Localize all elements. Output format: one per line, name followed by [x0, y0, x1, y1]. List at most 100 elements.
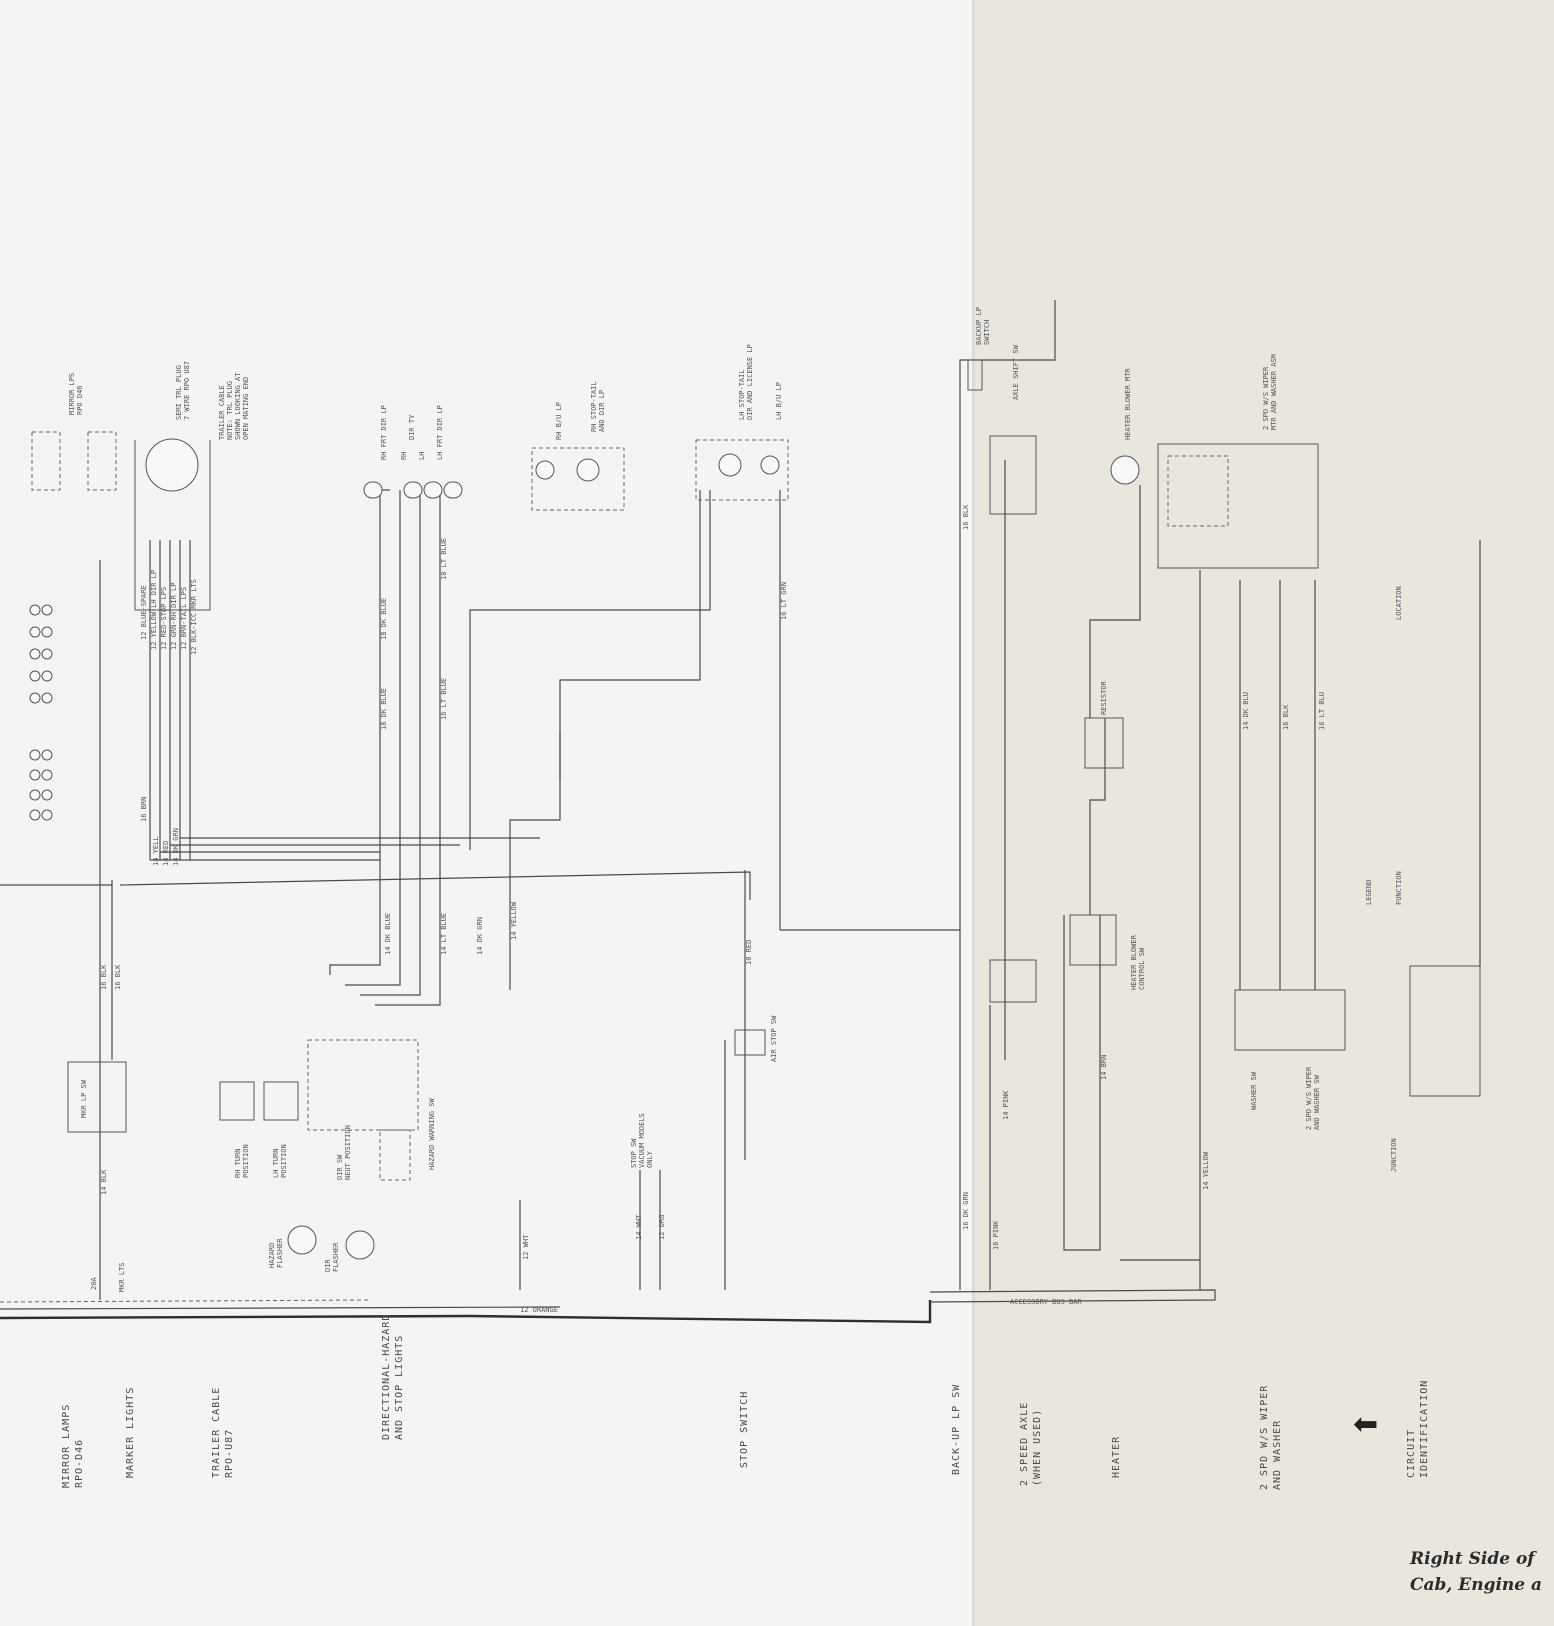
section-circuit-id: CIRCUIT IDENTIFICATION [1406, 1379, 1430, 1478]
wire-label: 16 BLK [962, 504, 970, 530]
dir-flasher-label: DIR FLASHER [324, 1242, 340, 1272]
lh-bu-lamp [760, 455, 780, 475]
dir-harness-8 [469, 490, 711, 850]
lh-turn-box [263, 1081, 299, 1121]
backup-lp-sw-label: BACKUP LP SWITCH [975, 307, 991, 345]
wire-label: 12 WHT [522, 1234, 530, 1260]
right-wire-4 [1089, 485, 1141, 915]
dir-harness-1 [119, 871, 751, 900]
orange-feed [0, 1306, 561, 1310]
heater-blower-sw-label: HEATER BLOWER CONTROL SW [1130, 935, 1146, 990]
rh-frt-dir-label: RH FRT DIR LP [380, 405, 388, 460]
legend-label: LEGEND [1365, 879, 1373, 905]
wire-label: 18 LT BLUE [440, 537, 448, 580]
lh-frt-dir-label: LH FRT DIR LP [436, 405, 444, 460]
wire-label: 14 YELLOW [1202, 1152, 1210, 1190]
wire-label: 16 BLK [100, 964, 108, 990]
dir-harness-7 [509, 490, 701, 990]
axle-shift-label: AXLE SHIFT SW [1012, 345, 1020, 400]
rh-label: RH [400, 451, 408, 460]
wire-label: 12 ORG [658, 1214, 666, 1240]
junction-label: JUNCTION [1390, 1138, 1398, 1172]
location-label: LOCATION [1395, 586, 1403, 620]
section-trailer-cable: TRAILER CABLE RPO-U87 [211, 1386, 235, 1478]
wire-label: 12 BRN-TAIL LPS [180, 586, 188, 650]
resistor-label: RESISTOR [1100, 681, 1108, 715]
section-mirror-lamps: MIRROR LAMPS RPO-D46 [61, 1403, 85, 1488]
wire-label: 20A [90, 1277, 98, 1290]
right-sheet [975, 0, 1554, 1626]
lh-turn-label: LH TURN POSITION [272, 1144, 288, 1178]
lh-bu-lp-label: LH B/U LP [775, 382, 783, 420]
wire-label: 14 PINK [1002, 1090, 1010, 1120]
right-wire-3 [1063, 915, 1101, 1251]
section-directional: DIRECTIONAL-HAZARD AND STOP LIGHTS [381, 1313, 405, 1440]
legend-box [1409, 965, 1481, 1097]
resistor-box [1084, 717, 1124, 769]
mkr-lp-sw-box [67, 1061, 127, 1133]
trailer-wires [149, 540, 191, 860]
dir-harness-5 [360, 490, 421, 996]
axle-sw-box [989, 959, 1037, 1003]
wiper-motor-box [1157, 443, 1319, 569]
section-wiper: 2 SPD W/S WIPER AND WASHER [1259, 1384, 1283, 1490]
wire-label: 16 DK GRN [962, 1192, 970, 1230]
washer-sw-label: WASHER SW [1250, 1072, 1258, 1110]
trailer-note-label: TRAILER CABLE NOTE: TRL PLUG SHOWN LOOKI… [218, 372, 250, 440]
wire-label: 12 BLK-ICC MKR LTS [190, 579, 198, 655]
wire-label: 14 WHT [635, 1214, 643, 1240]
dir-flasher [345, 1230, 375, 1260]
page-title: Right Side of Cab, Engine a [1410, 1546, 1542, 1598]
function-label: FUNCTION [1395, 871, 1403, 905]
wire-label: 16 LT BLU [1318, 692, 1326, 730]
hazard-sw-box [379, 1129, 411, 1181]
trailer-box [134, 440, 211, 611]
wire-label: 12 RED-STOP LPS [160, 586, 168, 650]
wire-label: 14 DK BLU [1242, 692, 1250, 730]
mirror-lps-label: MIRROR LPS RPO D46 [68, 372, 84, 415]
air-stop-sw-label: AIR STOP SW [770, 1015, 778, 1062]
wire-label: 16 BRN [140, 796, 148, 822]
wire-label: 16 LT BLUE [440, 677, 448, 720]
semi-trl-plug-label: SEMI TRL PLUG 7 WIRE RPO U87 [175, 360, 191, 420]
right-wire-5 [1199, 570, 1316, 1290]
rh-stop-tail-label: RH STOP-TAIL AND DIR LP [590, 381, 606, 432]
rh-turn-box [219, 1081, 255, 1121]
dir-harness-3 [329, 489, 390, 975]
stop-sw-lines [519, 1040, 726, 1290]
mirror-lamp-connectors [29, 431, 117, 821]
section-marker-lights: MARKER LIGHTS [125, 1386, 136, 1478]
wire-label: 18 DK BLUE [380, 597, 388, 640]
wire-label: 12 BLUE-SPARE [140, 585, 148, 640]
main-feed-wire [0, 1300, 932, 1324]
wire-label: 14 BLK [100, 1169, 108, 1195]
hazard-flasher-label: HAZARD FLASHER [268, 1238, 284, 1268]
rh-bu-lp-label: RH B/U LP [555, 402, 563, 440]
wire-label: 16 PINK [992, 1220, 1000, 1250]
rh-stop-lamp [576, 458, 600, 482]
heater-motor [1110, 455, 1140, 485]
section-two-speed-axle: 2 SPEED AXLE (WHEN USED) [1019, 1401, 1043, 1486]
right-wire-2 [989, 460, 1006, 1290]
lh-rear-lamp-box [695, 439, 789, 501]
front-dir-connectors [363, 481, 463, 499]
stop-sw-vacuum-label: STOP SW VACUUM MODELS ONLY [630, 1113, 654, 1168]
axle-shift-box [989, 435, 1037, 515]
rh-turn-label: RH TURN POSITION [234, 1144, 250, 1178]
rh-bu-lamp [535, 460, 555, 480]
stop-sw-box [734, 1029, 766, 1056]
wire-label: 16 BLK [1282, 704, 1290, 730]
wire-label: 14 DK BLUE [384, 912, 392, 955]
bus-bar-line [929, 1289, 1216, 1303]
hazard-warning-sw-label: HAZARD WARNING SW [428, 1098, 436, 1170]
dir-ty-label: DIR TY [408, 414, 416, 440]
arrow-left-icon: ⬅ [1353, 1407, 1379, 1442]
wire-label: 14 LT BLUE [440, 912, 448, 955]
wire-label: 12 GRN-RH DIR LP [170, 582, 178, 650]
title-line-2: Cab, Engine a [1410, 1575, 1543, 1595]
rh-rear-lamp-box [531, 447, 625, 511]
wire-label: 14 YELL [152, 836, 160, 866]
trailer-plug [145, 438, 199, 492]
wire-label: 12 ORANGE [520, 1306, 558, 1314]
wire-label: 14 YELLOW [510, 902, 518, 940]
